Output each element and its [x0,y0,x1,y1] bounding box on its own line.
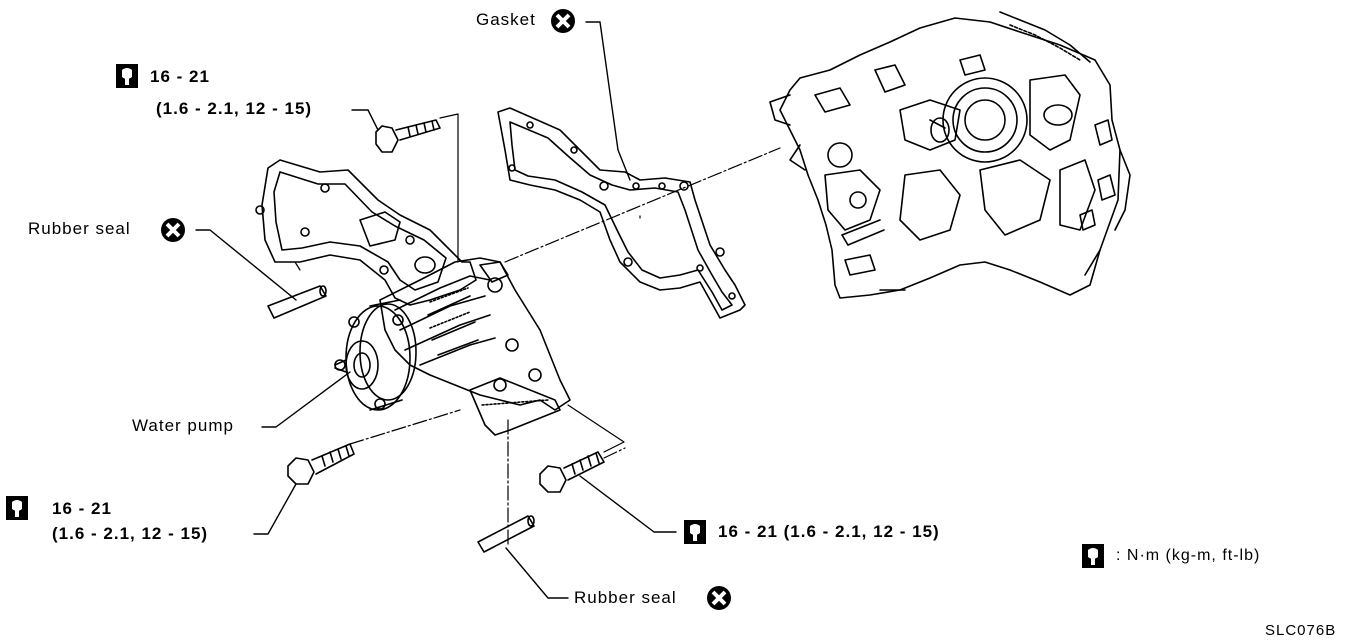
gasket-part [497,107,746,319]
torque-top-value: 16 - 21 [150,67,210,86]
leader-gasket [585,21,631,181]
torque-wrench-icon [1082,544,1104,568]
torque-right-value: 16 - 21 (1.6 - 2.1, 12 - 15) [718,522,940,541]
torque-left-conversion: (1.6 - 2.1, 12 - 15) [52,524,209,543]
torque-top-conversion: (1.6 - 2.1, 12 - 15) [156,99,313,118]
rubber-seal-bottom-label: Rubber seal [574,588,677,607]
figure-code: SLC076B [1265,622,1337,639]
torque-wrench-icon [6,496,28,520]
leader-water-pump [261,371,351,428]
leader-torque-top [351,109,379,131]
bolt-top [375,119,441,153]
rubber-seal-left-label: Rubber seal [28,219,131,238]
water-pump-label: Water pump [132,416,234,435]
gasket-label: Gasket [476,10,536,29]
leader-torque-left [253,483,297,535]
leader-rubber-seal-left [195,229,297,301]
leader-torque-right [579,475,677,533]
torque-unit-legend: : N·m (kg-m, ft-lb) [1116,547,1261,564]
bolt-right [539,451,605,493]
rubber-seal-bottom-part [477,515,535,553]
rubber-seal-left-part [267,285,327,319]
replace-part-x-icon [551,9,575,33]
replace-part-x-icon [161,218,185,242]
engine-block [769,11,1131,299]
torque-wrench-icon [116,64,138,88]
torque-wrench-icon [684,520,706,544]
replace-part-x-icon [707,586,731,610]
torque-left-value: 16 - 21 [52,499,112,518]
bolt-left [287,443,355,485]
leader-rubber-seal-bottom [505,547,569,599]
water-pump-part [255,159,571,436]
